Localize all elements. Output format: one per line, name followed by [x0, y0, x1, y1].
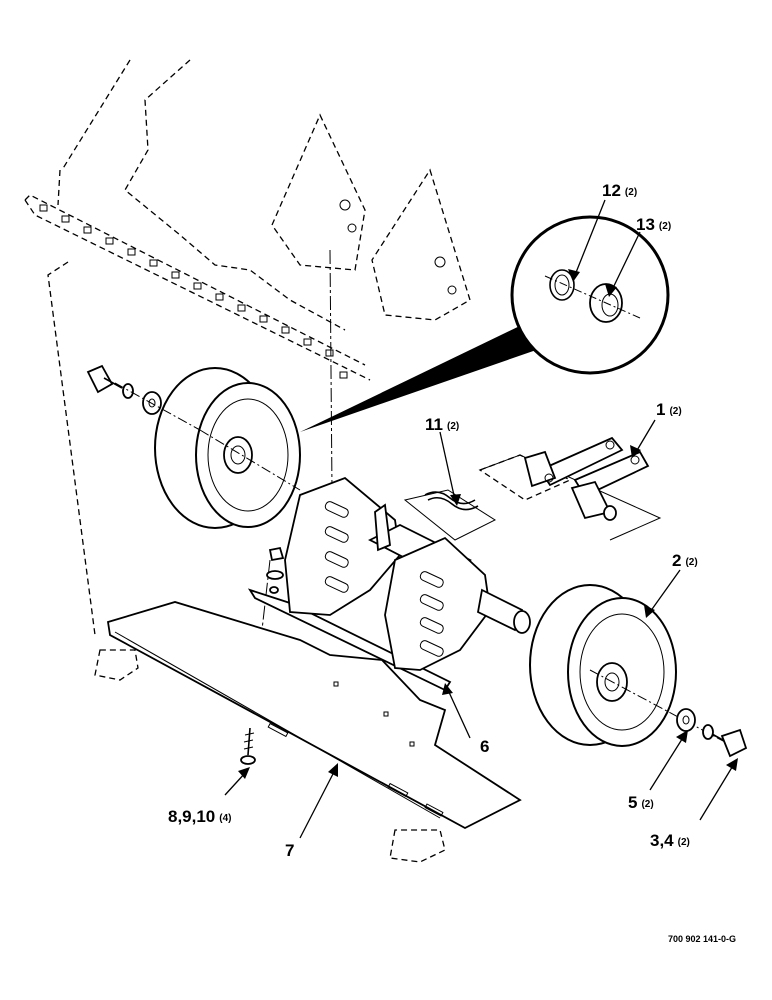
left-wheel — [154, 367, 301, 529]
callout-12: 12(2) — [602, 181, 637, 200]
callout-7: 7 — [285, 841, 294, 860]
callout-5: 5(2) — [628, 793, 654, 812]
callout-2: 2(2) — [672, 551, 698, 570]
callout-1: 1(2) — [656, 400, 682, 419]
detail-circle — [300, 215, 670, 432]
right-wheel — [529, 584, 741, 751]
drawing-number: 700 902 141-0-G — [668, 934, 736, 944]
callout-6: 6 — [480, 737, 489, 756]
callout-8-9-10: 8,9,10(4) — [168, 807, 232, 826]
callout-13: 13(2) — [636, 215, 671, 234]
phantom-frame — [24, 59, 471, 863]
small-bolt — [240, 727, 256, 765]
callout-3-4: 3,4(2) — [650, 831, 690, 850]
pins-and-clip — [403, 436, 662, 541]
callout-11: 11(2) — [425, 415, 459, 434]
leaders — [224, 199, 738, 839]
skid-plate — [106, 601, 522, 830]
right-fasteners — [676, 708, 748, 758]
center-bracket — [247, 476, 531, 692]
callout-labels: 12(2) 13(2) 11(2) 1(2) 2(2) 6 5(2) 3,4(2… — [168, 181, 698, 860]
left-fasteners — [86, 364, 201, 431]
